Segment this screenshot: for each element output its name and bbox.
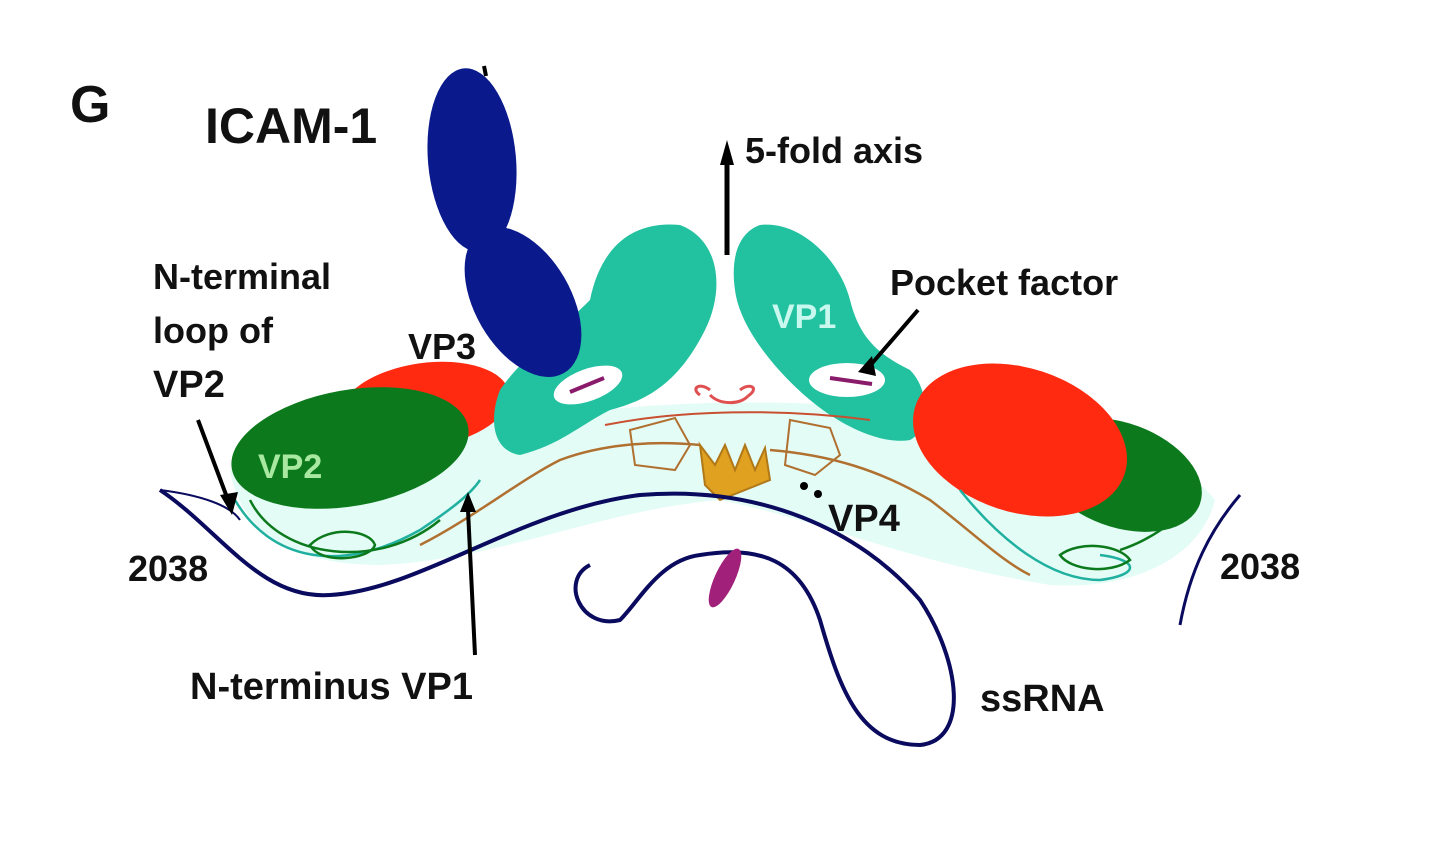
vp4-dot-2 [814, 490, 822, 498]
vp4-dot-1 [800, 482, 808, 490]
vp2-label: VP2 [258, 448, 323, 486]
rna-pale-left [159, 489, 241, 521]
vp4-outline-left [419, 441, 701, 547]
pocket-factor-right [829, 376, 873, 386]
vp2-nterm-loop-left [248, 499, 441, 560]
vp1-nterm-loop-left [233, 479, 482, 558]
nterm-loop-arrowhead [220, 492, 238, 515]
nterm-loop-arrow [196, 419, 230, 501]
vp-loop-line-pink [604, 411, 871, 426]
fivefold-axis-arrowhead [720, 140, 734, 165]
pocket-factor-label: Pocket factor [890, 262, 1119, 303]
nterminus-vp1-arrow [466, 509, 477, 656]
pocket-factor-arrowhead [858, 356, 876, 376]
icam-tip [482, 65, 488, 77]
panel-letter: G [70, 76, 111, 134]
fivefold-axis-label: 5-fold axis [745, 130, 924, 171]
vp2-left-shape [231, 387, 469, 509]
pocket-factor-left [569, 376, 605, 394]
vp3-right-shape [913, 363, 1127, 517]
nterminus-vp1-label: N-terminus VP1 [190, 666, 473, 708]
icam-domain-1 [427, 68, 517, 252]
icam-domain-2 [464, 227, 582, 377]
vp1-left-shape [494, 224, 717, 455]
nterminus-vp1-arrowhead [460, 492, 476, 512]
pocket-factor-arrow [866, 308, 920, 370]
residue-2038-left-label: 2038 [128, 548, 209, 589]
nterm-loop-label-line1: N-terminal [153, 256, 332, 297]
icam-label: ICAM-1 [205, 98, 378, 154]
vp4-label: VP4 [828, 498, 900, 540]
vp3-label: VP3 [408, 326, 477, 367]
vp4-outline-right [769, 448, 1031, 577]
nterm-loop-label-line3: VP2 [153, 364, 225, 406]
vp4-pentagon-left [628, 416, 692, 472]
vp1-nterm-loop-right [959, 489, 1132, 582]
vp4-pentagon-right [783, 418, 842, 477]
nterm-loop-label-line2: loop of [153, 310, 273, 351]
vp1-label: VP1 [772, 298, 837, 336]
rna-strand-right [1178, 494, 1242, 626]
magenta-fragment [708, 548, 742, 608]
vp-loop-pink [694, 384, 755, 405]
vp2-nterm-loop-right [1058, 499, 1192, 571]
ssrna-label: ssRNA [980, 678, 1105, 720]
ssrna-strand [158, 488, 956, 748]
residue-2038-right-label: 2038 [1220, 546, 1301, 587]
